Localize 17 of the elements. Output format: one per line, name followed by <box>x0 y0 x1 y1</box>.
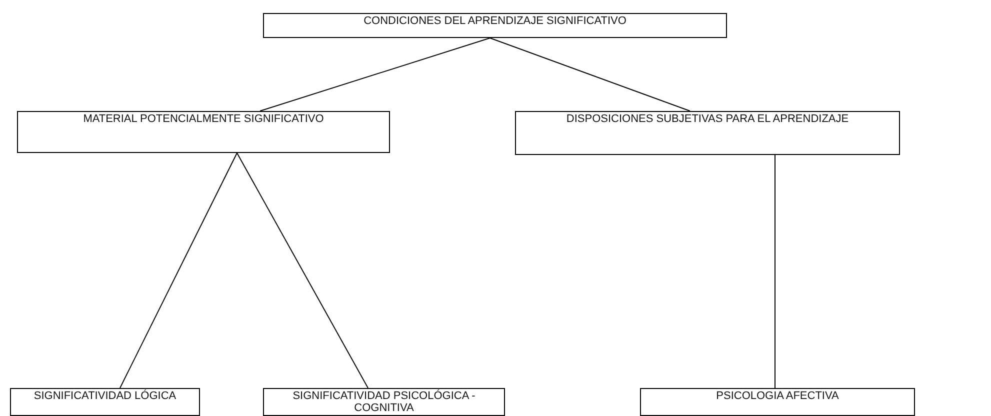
concept-box <box>640 388 915 416</box>
connector-line <box>236 152 368 388</box>
connector-line <box>774 154 776 388</box>
box-label: CONDICIONES DEL APRENDIZAJE SIGNIFICATIVO <box>362 15 628 28</box>
connector-line <box>120 152 238 388</box>
concept-box <box>263 388 505 416</box>
box-label: DISPOSICIONES SUBJETIVAS PARA EL APRENDIZAJE <box>565 113 850 126</box>
concept-box <box>10 388 200 416</box>
box-label: SIGNIFICATIVIDAD LÓGICA <box>32 390 178 402</box>
box-label: PSICOLOGIA AFECTIVA <box>715 390 840 402</box>
connector-line <box>490 38 690 112</box>
concept-box <box>263 13 727 38</box>
concept-box <box>515 111 900 155</box>
concept-box <box>17 111 390 153</box>
box-label: SIGNIFICATIVIDAD PSICOLÓGICA - COGNITIVA <box>292 390 476 414</box>
box-label: MATERIAL POTENCIALMENTE SIGNIFICATIVO <box>82 113 325 126</box>
connector-line <box>260 38 490 112</box>
